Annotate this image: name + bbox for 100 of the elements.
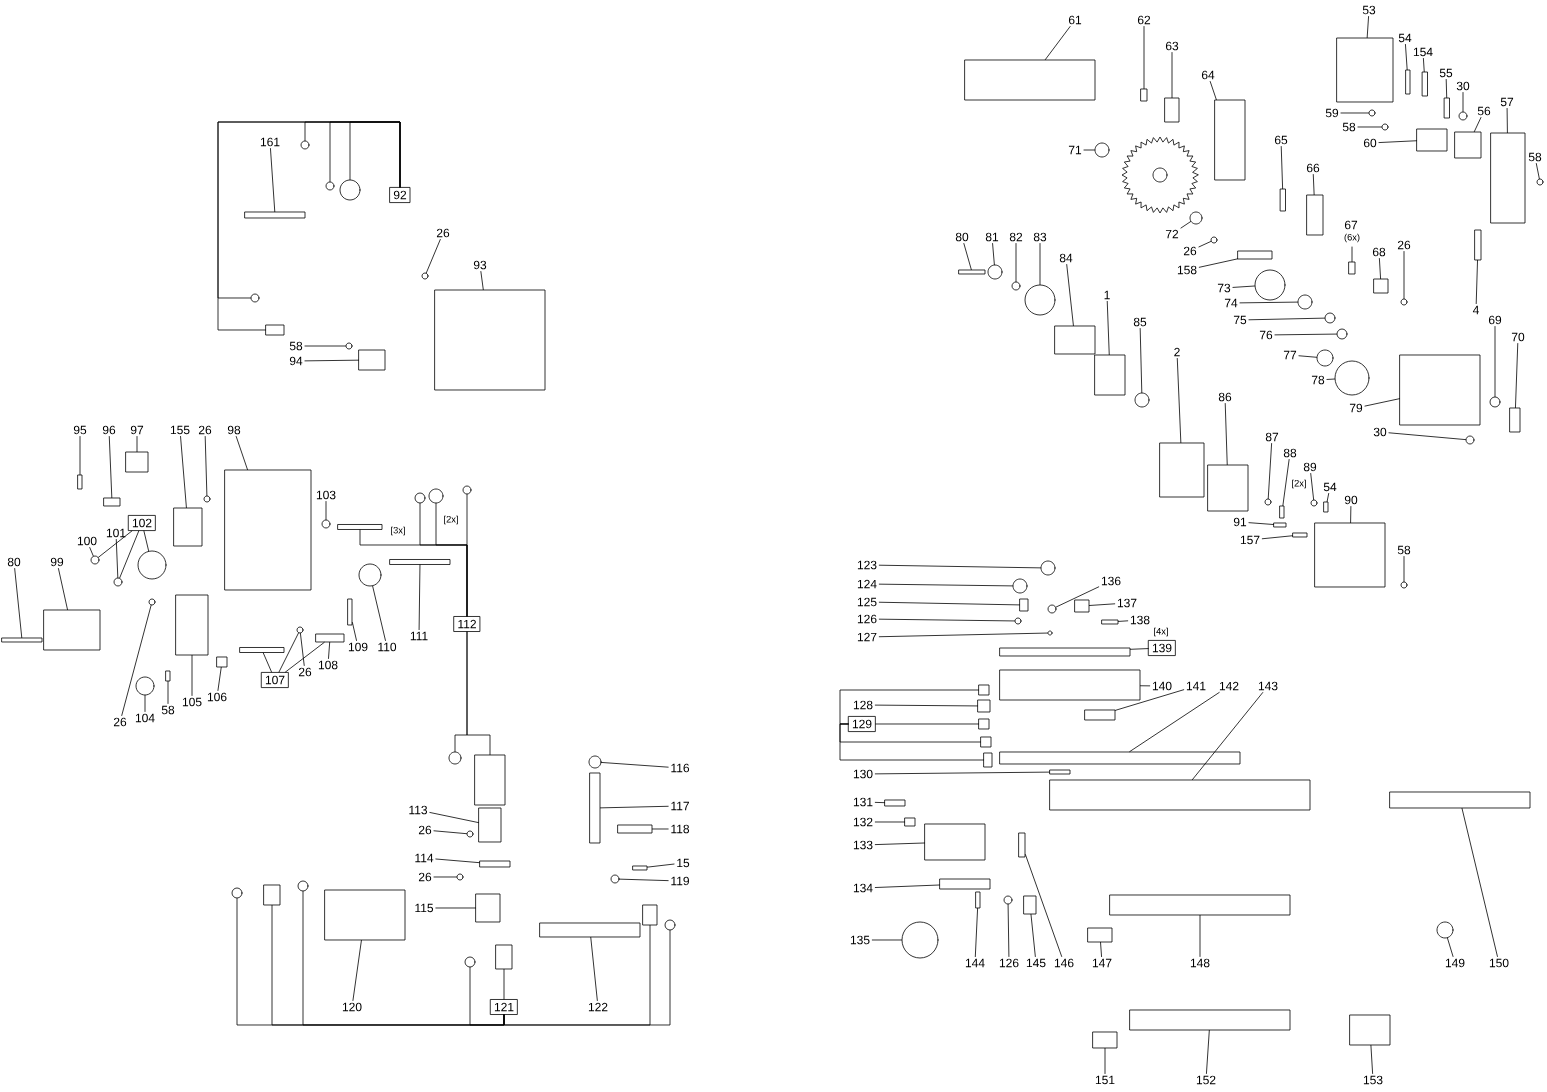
leader-line	[1403, 556, 1405, 582]
leader-line	[1130, 648, 1149, 650]
leader-line	[652, 828, 669, 830]
leader-line	[325, 501, 327, 520]
callout-number: 69	[1488, 315, 1502, 325]
leader-line	[1206, 1030, 1210, 1074]
callout-number: 99	[50, 557, 64, 567]
part-outline	[125, 451, 149, 473]
leader-line	[1248, 522, 1274, 525]
callout-number: 108	[318, 660, 338, 670]
leader-line	[352, 622, 357, 641]
leader-line	[1282, 459, 1290, 506]
callout-number: 97	[130, 425, 144, 435]
callout-number: 4	[1472, 305, 1479, 315]
leader-line	[992, 243, 995, 266]
callout-number: 124	[857, 579, 877, 589]
leader-line	[1100, 942, 1102, 957]
leader-line	[136, 436, 138, 452]
callout-number: 146	[1054, 958, 1074, 968]
leader-line	[352, 940, 362, 1001]
part-outline	[1011, 281, 1021, 291]
callout-number: 98	[227, 425, 241, 435]
callout-number: 100	[77, 536, 97, 546]
part-outline	[1140, 88, 1148, 102]
callout-number: 64	[1201, 70, 1215, 80]
callout-number: 26	[198, 425, 212, 435]
leader-line	[839, 723, 984, 761]
leader-line	[1378, 140, 1417, 143]
part-outline	[466, 830, 474, 838]
callout-number: 119	[671, 876, 689, 886]
leader-line	[300, 632, 305, 666]
leader-line	[278, 632, 299, 673]
part-outline	[203, 495, 211, 503]
part-outline	[904, 817, 916, 827]
part-outline	[1129, 1009, 1291, 1031]
callout-number: 87	[1265, 432, 1279, 442]
callout-number: 144	[965, 958, 985, 968]
leader-line	[1461, 808, 1498, 957]
part-outline	[980, 736, 992, 748]
callout-number: 58	[289, 341, 303, 351]
part-outline	[339, 179, 361, 201]
quantity-label: [3x]	[391, 526, 405, 536]
part-outline	[1280, 188, 1286, 212]
leader-line	[469, 967, 505, 1026]
part-outline	[1024, 284, 1056, 316]
leader-line	[1298, 355, 1318, 358]
leader-line	[435, 858, 480, 864]
part-outline	[389, 559, 451, 565]
leader-line	[875, 723, 979, 725]
part-outline	[977, 699, 991, 713]
part-outline	[1047, 630, 1053, 636]
part-outline	[325, 181, 335, 191]
callout-number: 62	[1137, 15, 1151, 25]
leader-line	[121, 604, 152, 716]
leader-line	[1423, 58, 1425, 72]
callout-number: 79	[1349, 403, 1363, 413]
callout-number: 75	[1233, 315, 1247, 325]
leader-line	[1140, 685, 1151, 687]
callout-box: 102	[128, 515, 156, 531]
callout-number: 63	[1165, 41, 1179, 51]
callout-number: 2	[1174, 347, 1180, 357]
part-outline	[975, 891, 981, 909]
part-outline	[1279, 505, 1285, 519]
callout-number: 68	[1372, 247, 1386, 257]
callout-number: 86	[1218, 392, 1232, 402]
callout-number: 58	[1397, 545, 1411, 555]
callout-number: 66	[1306, 163, 1320, 173]
leader-line	[1030, 914, 1036, 957]
callout-number: 157	[1240, 535, 1260, 545]
leader-line	[433, 830, 467, 835]
leader-line	[874, 884, 940, 888]
part-outline	[1336, 328, 1348, 340]
callout-number: 80	[955, 232, 969, 242]
callout-number: 134	[853, 883, 873, 893]
callout-number: 155	[170, 425, 190, 435]
leader-line	[963, 243, 972, 270]
part-outline	[1422, 71, 1428, 97]
leader-line	[1139, 328, 1143, 393]
part-outline	[321, 519, 331, 529]
leader-line	[418, 564, 421, 630]
leader-line	[304, 359, 359, 362]
callout-number: 152	[1196, 1075, 1216, 1085]
callout-number: 1	[1104, 290, 1110, 300]
part-outline	[137, 550, 167, 580]
callout-number: 74	[1224, 298, 1238, 308]
part-outline	[1254, 269, 1286, 301]
callout-number: 26	[436, 228, 450, 238]
part-outline	[231, 887, 243, 899]
part-outline	[978, 684, 990, 696]
leader-line	[262, 652, 272, 673]
callout-number: 147	[1092, 958, 1112, 968]
leader-line	[1366, 16, 1369, 38]
callout-number: 158	[1177, 265, 1197, 275]
part-outline	[610, 874, 620, 884]
leader-line	[1248, 317, 1325, 321]
callout-number: 101	[106, 528, 126, 538]
leader-line	[1312, 174, 1315, 195]
leader-line	[871, 939, 902, 941]
part-outline	[999, 751, 1241, 765]
callout-number: 137	[1117, 598, 1137, 608]
